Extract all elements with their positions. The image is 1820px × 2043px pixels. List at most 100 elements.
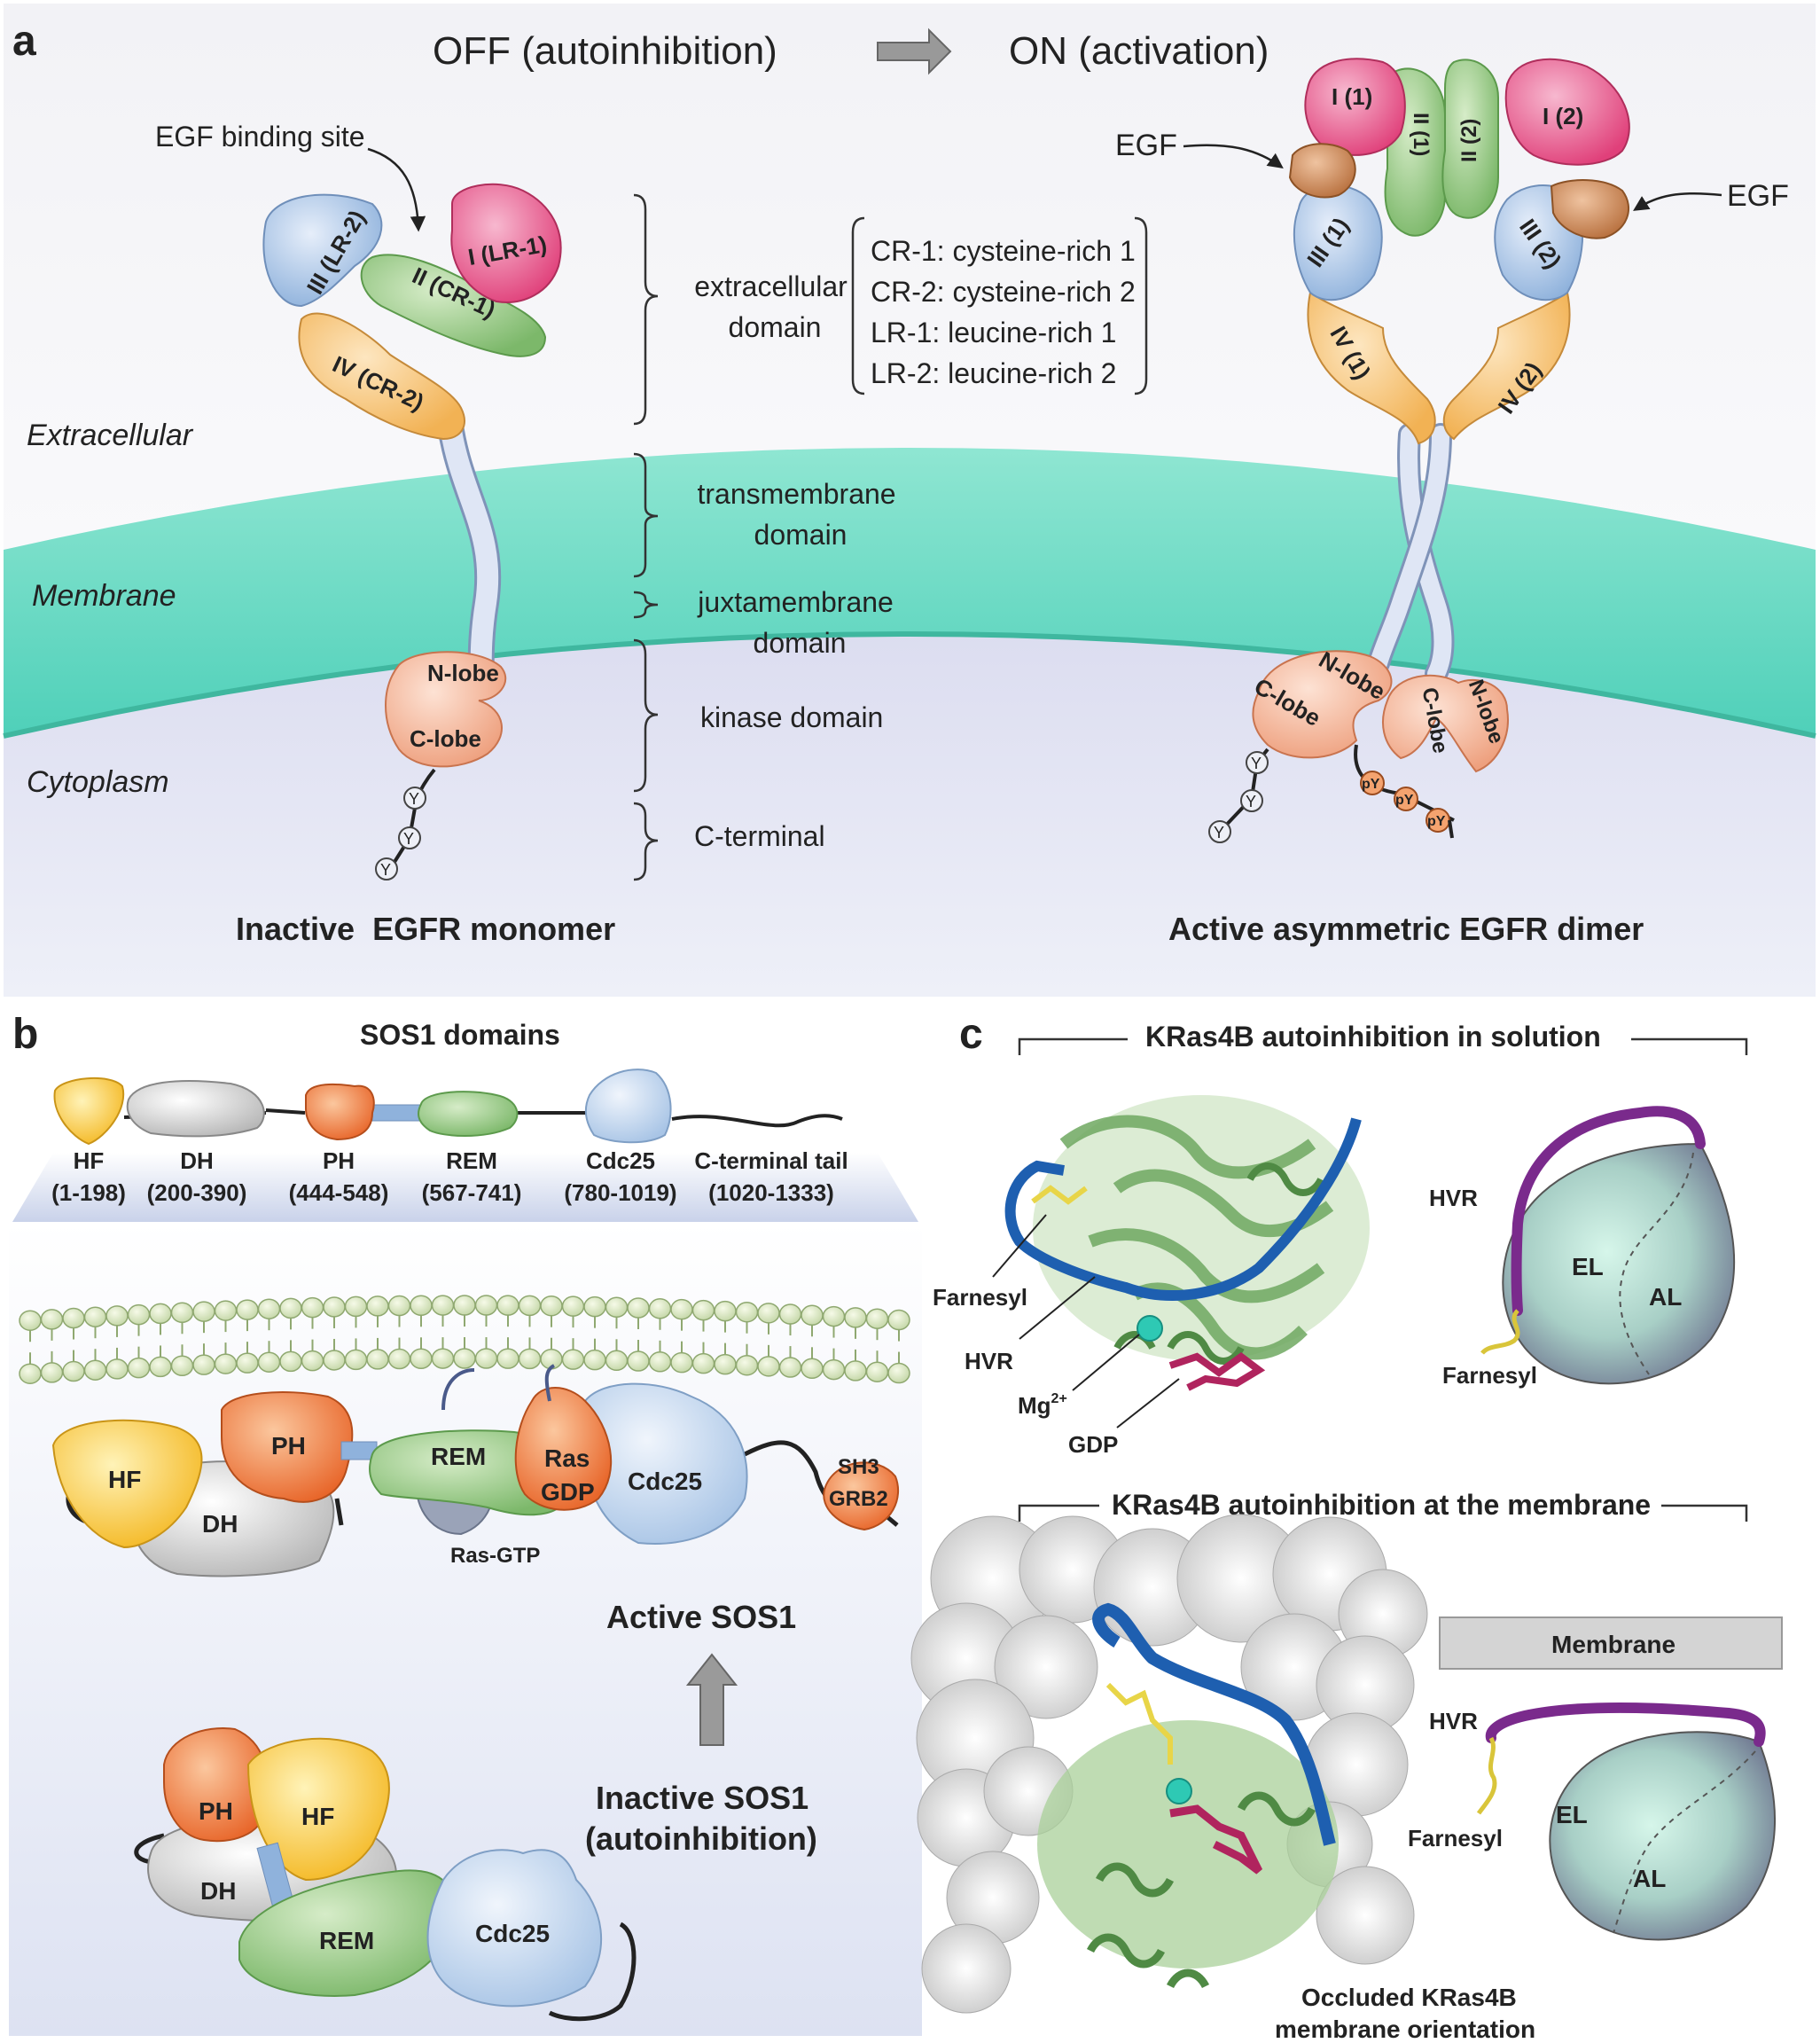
tyrosine-marker bbox=[403, 787, 426, 810]
lipid-head bbox=[83, 1306, 107, 1327]
active-ras-gdp bbox=[514, 1387, 613, 1511]
region-extracellular-label: Extracellular bbox=[27, 419, 194, 452]
egfr-dimer: I (1) I (2) II (1) II (2) III (1) III (2… bbox=[1115, 58, 1789, 947]
kras-solution-schematic: HVR EL AL Farnesyl bbox=[1429, 1106, 1736, 1389]
kinase-domain-label: kinase domain bbox=[700, 701, 883, 733]
membrane-orientation-caption-line1: Occluded KRas4B bbox=[1301, 1984, 1517, 2011]
egf-arrow-left bbox=[1183, 144, 1284, 169]
monomer-domain-iv bbox=[298, 312, 465, 441]
lipid-head bbox=[192, 1301, 215, 1322]
inactive-cdc25-label: Cdc25 bbox=[475, 1920, 550, 1947]
lipid-head bbox=[366, 1349, 389, 1370]
legend-item: LR-2: leucine-rich 2 bbox=[871, 357, 1116, 389]
extracellular-domain-label: extracellular domain bbox=[694, 270, 855, 343]
legend-bracket-left bbox=[851, 216, 865, 395]
gdp-label: GDP bbox=[1068, 1431, 1118, 1458]
membrane-orientation-caption-line2: membrane orientation bbox=[1275, 2016, 1535, 2043]
tyrosine-label: Y bbox=[380, 861, 391, 879]
lipid-head bbox=[301, 1296, 324, 1319]
tyrosine-label: Y bbox=[403, 830, 414, 848]
kras-membrane-mg-ion bbox=[1166, 1778, 1192, 1804]
kras-membrane-gdp bbox=[1169, 1804, 1263, 1875]
phosphotyrosine-marker bbox=[1394, 787, 1418, 811]
kras-membrane-structure: Occluded KRas4B membrane orientation bbox=[910, 1514, 1535, 2043]
sos1-domain-range: (444-548) bbox=[289, 1179, 389, 1206]
lipid-head bbox=[474, 1295, 498, 1316]
tyrosine-marker bbox=[375, 857, 398, 881]
brace-extracellular bbox=[633, 193, 659, 426]
monomer-domain-ii bbox=[360, 254, 547, 357]
lipid-head bbox=[844, 1307, 867, 1328]
lipid-head bbox=[366, 1295, 389, 1317]
inactive-monomer-caption: Inactive EGFR monomer bbox=[236, 911, 615, 947]
lipid-head bbox=[627, 1297, 650, 1319]
lipid-head bbox=[279, 1297, 302, 1319]
lipid-head bbox=[518, 1348, 542, 1370]
membrane-surface-blobs bbox=[910, 1514, 1428, 2014]
sos1-domain-name: PH bbox=[323, 1147, 355, 1174]
active-gdp-label: GDP bbox=[541, 1478, 595, 1506]
lipid-head bbox=[170, 1355, 194, 1377]
lipid-head bbox=[735, 1354, 759, 1376]
inactive-sos1: PH HF DH REM Cdc25 bbox=[134, 1727, 637, 2022]
kras-solution-leader-hvr bbox=[1019, 1276, 1096, 1340]
lipid-head bbox=[127, 1303, 151, 1326]
lipid-head bbox=[757, 1356, 780, 1377]
sos1-rem-shape bbox=[418, 1091, 519, 1137]
kras-ribbon-strands bbox=[1059, 1115, 1334, 1360]
phosphotyrosine-label: pY bbox=[1395, 793, 1414, 808]
sos1-domain-range: (780-1019) bbox=[564, 1179, 676, 1206]
sos1-ph-shape bbox=[305, 1083, 375, 1141]
kras-hvr-blue bbox=[1004, 1117, 1362, 1301]
kras-membrane-hvr bbox=[1092, 1602, 1336, 1846]
schematic-divider bbox=[1619, 1152, 1694, 1375]
inactive-sos1-caption-line1: Inactive SOS1 bbox=[596, 1780, 808, 1816]
lipid-head bbox=[214, 1300, 238, 1321]
mg-label: Mg2+ bbox=[1018, 1391, 1067, 1419]
domain-annotations: extracellular domain transmembrane domai… bbox=[633, 193, 1148, 881]
lipid-head bbox=[583, 1295, 606, 1318]
lipid-head bbox=[105, 1305, 129, 1327]
state-transition-arrow bbox=[877, 27, 952, 75]
monomer-kinase-domain bbox=[385, 651, 507, 768]
active-cdc25-label: Cdc25 bbox=[628, 1468, 702, 1495]
monomer-domain-i bbox=[450, 183, 562, 303]
sos1-domain-name: DH bbox=[180, 1147, 214, 1174]
schematic-farnesyl-label-membrane: Farnesyl bbox=[1408, 1825, 1503, 1851]
egf-binding-site-label: EGF binding site bbox=[155, 121, 365, 153]
sos1-domain-name: C-terminal tail bbox=[694, 1147, 848, 1174]
lipid-head bbox=[627, 1350, 650, 1372]
dimer-egf-ligand-2 bbox=[1550, 179, 1630, 239]
schematic-farnesyl-label: Farnesyl bbox=[1442, 1362, 1537, 1389]
panel-a: a OFF (autoinhibition) ON (activation) E… bbox=[3, 4, 1816, 997]
schematic-membrane-box bbox=[1439, 1616, 1783, 1670]
lipid-head bbox=[62, 1360, 85, 1382]
lipid-head bbox=[561, 1349, 585, 1370]
lipid-head bbox=[19, 1310, 42, 1331]
lipid-head bbox=[236, 1299, 259, 1320]
sos1-domain-name: Cdc25 bbox=[586, 1147, 655, 1174]
lipid-head bbox=[431, 1348, 455, 1369]
dimer-domain-i-1 bbox=[1304, 58, 1406, 156]
schematic-drop-body bbox=[1502, 1142, 1736, 1385]
brace-c-terminal bbox=[633, 802, 659, 881]
sos1-domains-title: SOS1 domains bbox=[360, 1019, 560, 1051]
lipid-bilayer bbox=[19, 1295, 910, 1384]
brace-kinase bbox=[633, 638, 659, 793]
membrane-lower-edge bbox=[3, 631, 1816, 739]
lipid-head bbox=[40, 1309, 64, 1330]
dimer-tail-end bbox=[1448, 819, 1454, 839]
inactive-cdc25 bbox=[426, 1849, 603, 2008]
lipid-head bbox=[887, 1309, 910, 1331]
lipid-head bbox=[149, 1356, 172, 1378]
active-ph-label: PH bbox=[271, 1432, 306, 1460]
schematic-hvr-label-membrane: HVR bbox=[1429, 1708, 1478, 1734]
membrane-title: KRas4B autoinhibition at the membrane bbox=[1112, 1489, 1651, 1521]
lipid-head bbox=[670, 1298, 693, 1320]
inactive-hf-label: HF bbox=[301, 1803, 334, 1830]
active-dh-label: DH bbox=[202, 1510, 238, 1538]
kras-membrane-farnesyl bbox=[1105, 1682, 1173, 1765]
membrane-surface-blob bbox=[1316, 1866, 1415, 1965]
kras-solution-leader-gdp bbox=[1116, 1378, 1180, 1429]
kras-farnesyl-yellow bbox=[1031, 1185, 1088, 1205]
